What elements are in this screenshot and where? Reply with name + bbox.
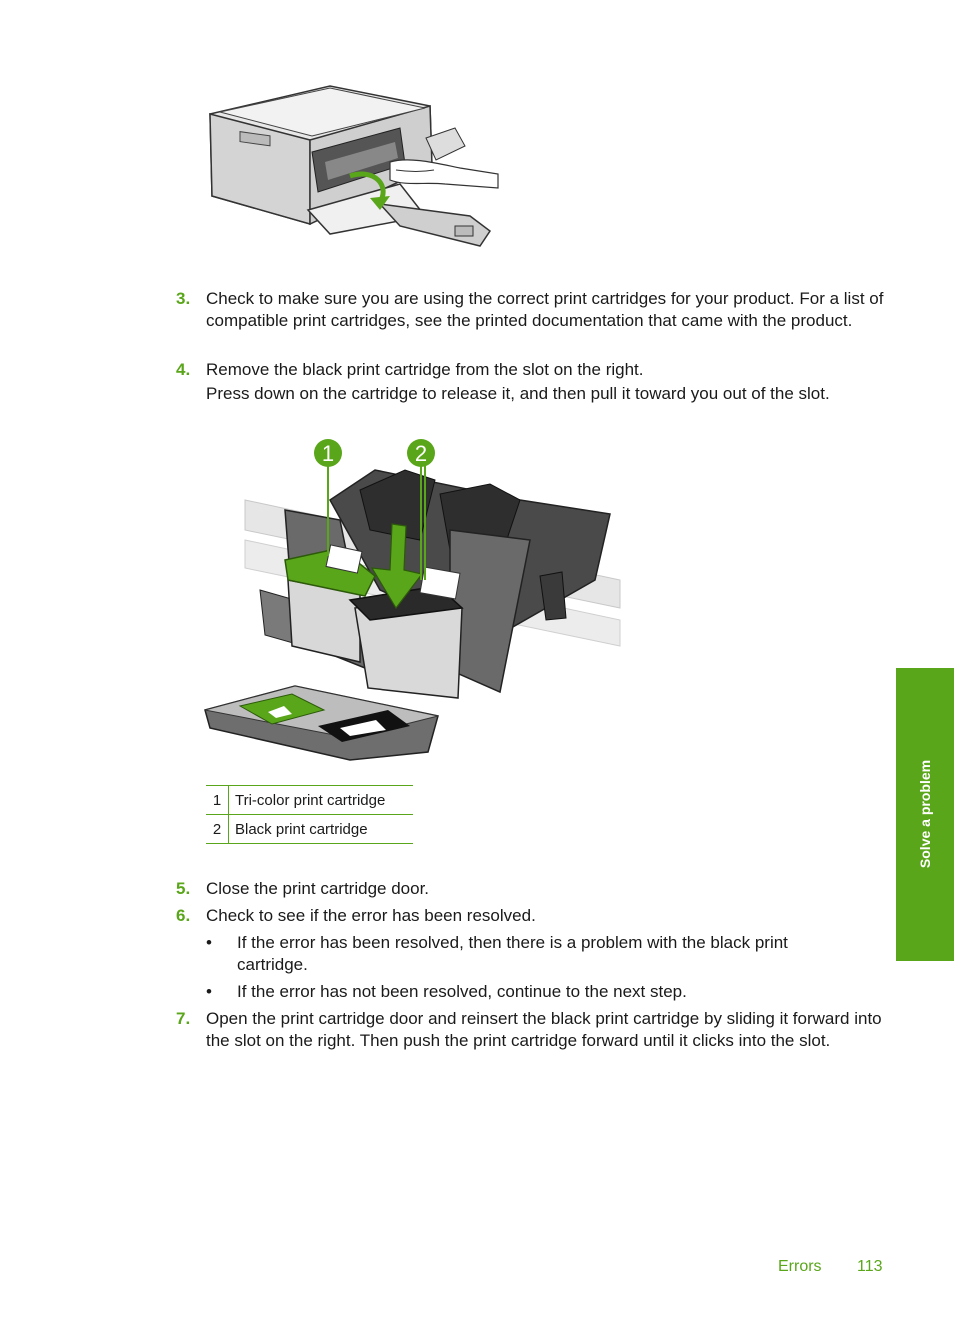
step-number: 7. xyxy=(176,1009,191,1028)
footer-page-number: 113 xyxy=(857,1258,883,1275)
bullet-symbol: • xyxy=(206,933,212,952)
step-4: 4. Remove the black print cartridge from… xyxy=(176,359,888,381)
bullet-symbol: • xyxy=(206,982,212,1001)
step-number: 4. xyxy=(176,360,191,379)
step-6: 6. Check to see if the error has been re… xyxy=(176,905,888,927)
step-5: 5. Close the print cartridge door. xyxy=(176,878,888,900)
callout-legend-table: 1 Tri-color print cartridge 2 Black prin… xyxy=(206,785,413,844)
step-text: Check to make sure you are using the cor… xyxy=(206,289,884,330)
bullet-text: If the error has been resolved, then the… xyxy=(237,933,788,974)
section-side-tab: Solve a problem xyxy=(896,668,954,961)
table-row: 1 Tri-color print cartridge xyxy=(206,785,413,815)
step-number: 3. xyxy=(176,289,191,308)
callout-1-label: 1 xyxy=(322,441,334,466)
side-tab-label: Solve a problem xyxy=(917,759,933,869)
printer-illustration xyxy=(209,85,499,247)
footer-section-name: Errors xyxy=(778,1258,822,1275)
callout-2-label: 2 xyxy=(415,441,427,466)
bullet-text: If the error has not been resolved, cont… xyxy=(237,982,687,1001)
list-item: • If the error has not been resolved, co… xyxy=(206,981,846,1003)
step-text: Close the print cartridge door. xyxy=(206,879,430,898)
cartridge-carriage-illustration: 1 2 xyxy=(204,439,621,761)
step-7: 7. Open the print cartridge door and rei… xyxy=(176,1008,888,1052)
step-text: Check to see if the error has been resol… xyxy=(206,906,536,925)
step-3: 3. Check to make sure you are using the … xyxy=(176,288,888,332)
step-number: 5. xyxy=(176,879,191,898)
list-item: • If the error has been resolved, then t… xyxy=(206,932,846,976)
legend-label: Tri-color print cartridge xyxy=(228,785,413,815)
step-text: Open the print cartridge door and reinse… xyxy=(206,1009,882,1050)
step-number: 6. xyxy=(176,906,191,925)
legend-label: Black print cartridge xyxy=(228,814,413,844)
table-row: 2 Black print cartridge xyxy=(206,814,413,844)
step-4-subtext: Press down on the cartridge to release i… xyxy=(206,384,830,403)
legend-number: 1 xyxy=(206,785,229,815)
legend-number: 2 xyxy=(206,814,229,844)
step-text: Remove the black print cartridge from th… xyxy=(206,360,644,379)
